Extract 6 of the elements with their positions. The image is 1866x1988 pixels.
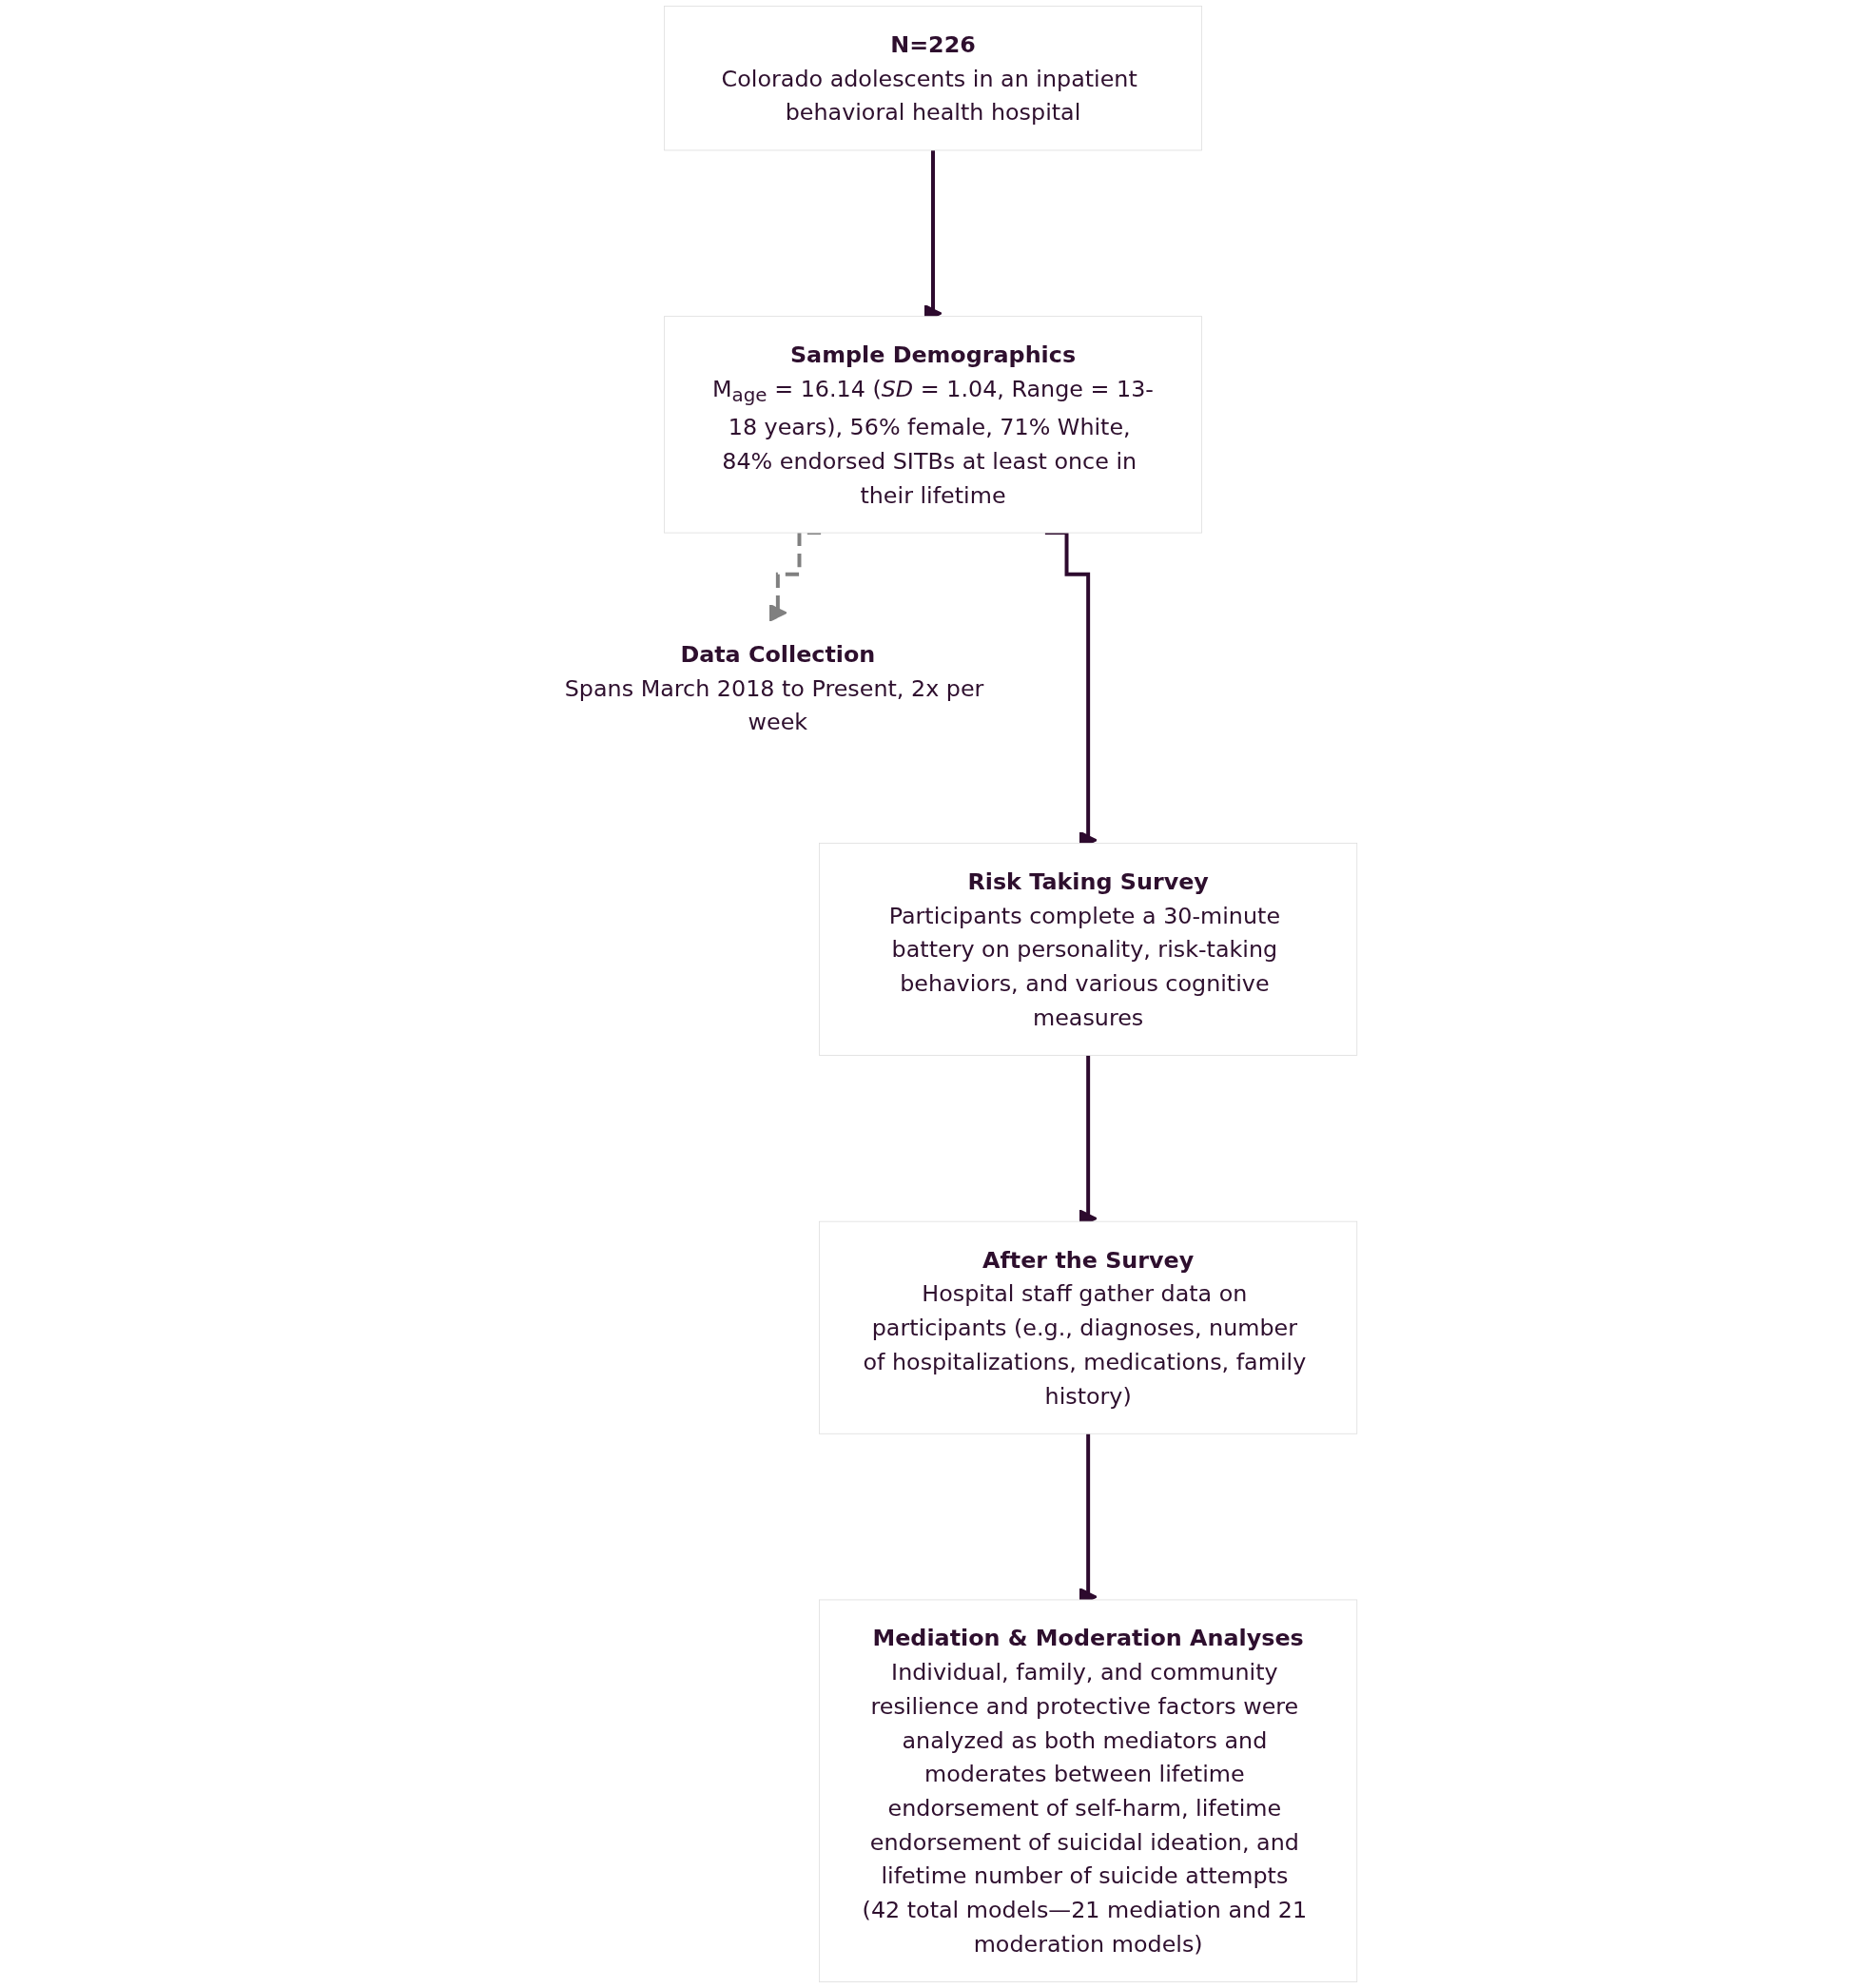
node-box: Risk Taking Survey Participants complete a 30-minute battery on personality, risk-taking behaviors, and various cognitive measures	[819, 843, 1358, 1056]
node-box: Mediation & Moderation Analyses Individual, family, and community resilience and protective factors were analyzed as both mediators and moderates between lifetime endorsement of self-harm, lifetime endorsement of suicidal ideation, and lifetime number of suicide attempts (42 total models—21 mediation and 21 moderation models)	[819, 1599, 1358, 1983]
node-box: N=226 Colorado adolescents in an inpatient behavioral health hospital	[663, 5, 1203, 151]
node-box: After the Survey Hospital staff gather data on participants (e.g., diagnoses, number of hospitalizations, medications, family history)	[819, 1220, 1358, 1434]
node-box: Sample Demographics M$_{age}$ = 16.14 (SD = 1.04, Range = 13-18 years), 56% female, 71% White, 84% endorsed SITBs at least once in their lifetime	[663, 316, 1203, 534]
node-text: Data Collection Spans March 2018 to Present, 2x per week	[564, 640, 984, 735]
